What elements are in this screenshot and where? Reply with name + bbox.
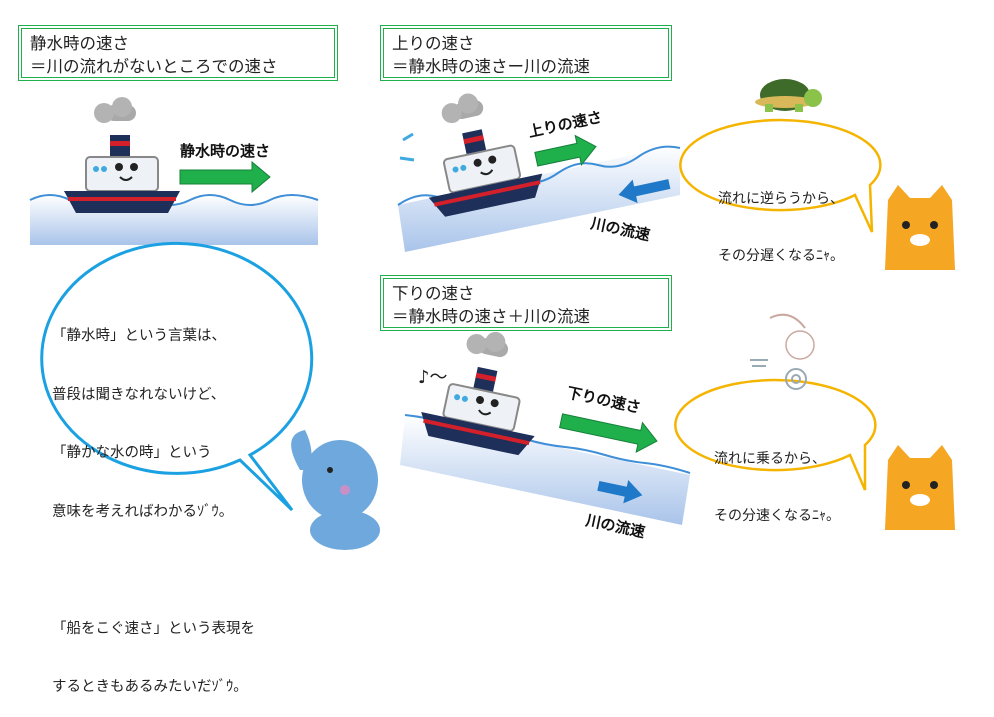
cat-speech-bubble-down bbox=[674, 378, 877, 491]
text-line: その分速くなるﾆｬ。 bbox=[714, 508, 840, 524]
elephant-speech-bubble bbox=[40, 241, 314, 512]
box-title: 上りの速さ bbox=[392, 34, 475, 53]
illustration: 静水時の速さ 上りの速さ 川の流速 ♪～ 下りの速さ 川の流速 bbox=[29, 79, 955, 550]
downstream-speed-label: 下りの速さ bbox=[565, 384, 642, 417]
still-speed-label: 静水時の速さ bbox=[180, 142, 270, 160]
current-label-up: 川の流速 bbox=[588, 214, 651, 244]
upstream-definition-box: 上りの速さ ＝静水時の速さー川の流速 bbox=[380, 25, 672, 81]
current-arrow-down bbox=[597, 479, 643, 504]
current-arrow-up bbox=[618, 179, 671, 204]
box-formula: ＝静水時の速さー川の流速 bbox=[392, 57, 590, 76]
text-line: するときもあるみたいだｿﾞｳ。 bbox=[52, 679, 248, 695]
box-title: 下りの速さ bbox=[392, 284, 475, 303]
rabbit-icon bbox=[750, 313, 815, 390]
text-line: 意味を考えればわかるｿﾞｳ。 bbox=[52, 503, 234, 520]
cat-icon bbox=[885, 185, 955, 270]
blank-line bbox=[52, 561, 255, 581]
elephant-bubble-text: 「静水時」という言葉は、 普段は聞きなれないけど、 「静かな水の時」という 意味… bbox=[52, 288, 255, 717]
cat-speech-bubble-up bbox=[679, 118, 882, 233]
text-line: 普段は聞きなれないけど、 bbox=[52, 386, 226, 403]
text-line: 流れに逆らうから、 bbox=[718, 191, 844, 207]
downstream-scene: ♪～ 下りの速さ 川の流速 bbox=[400, 319, 691, 541]
still-water-definition-box: 静水時の速さ ＝川の流れがないところでの速さ bbox=[18, 25, 338, 81]
steamboat-icon bbox=[408, 80, 548, 221]
cat-down-bubble-text: 流れに乗るから、 その分速くなるﾆｬ。 bbox=[714, 412, 840, 545]
text-line: 「静水時」という言葉は、 bbox=[52, 328, 226, 344]
box-title: 静水時の速さ bbox=[30, 34, 129, 53]
current-label-down: 川の流速 bbox=[583, 511, 646, 541]
text-line: 「静かな水の時」という bbox=[52, 445, 212, 461]
text-line: 流れに乗るから、 bbox=[714, 451, 826, 467]
upstream-speed-label: 上りの速さ bbox=[527, 108, 604, 141]
downstream-speed-arrow bbox=[559, 413, 658, 453]
still-speed-arrow bbox=[179, 160, 271, 194]
cat-icon bbox=[885, 445, 955, 530]
humming-label: ♪～ bbox=[418, 367, 448, 388]
box-formula: ＝川の流れがないところでの速さ bbox=[30, 57, 278, 76]
upstream-scene: 上りの速さ 川の流速 bbox=[397, 80, 681, 252]
still-water-scene: 静水時の速さ bbox=[29, 96, 319, 245]
box-formula: ＝静水時の速さ＋川の流速 bbox=[392, 307, 590, 326]
turtle-icon bbox=[755, 79, 822, 112]
steamboat-icon bbox=[63, 96, 181, 214]
elephant-icon bbox=[291, 430, 380, 550]
cat-up-bubble-text: 流れに逆らうから、 その分遅くなるﾆｬ。 bbox=[718, 152, 844, 285]
downstream-definition-box: 下りの速さ ＝静水時の速さ＋川の流速 bbox=[380, 275, 672, 331]
text-line: 「船をこぐ速さ」という表現を bbox=[52, 620, 255, 637]
text-line: その分遅くなるﾆｬ。 bbox=[718, 248, 844, 264]
upstream-speed-arrow bbox=[534, 134, 597, 167]
steamboat-icon bbox=[415, 319, 556, 459]
